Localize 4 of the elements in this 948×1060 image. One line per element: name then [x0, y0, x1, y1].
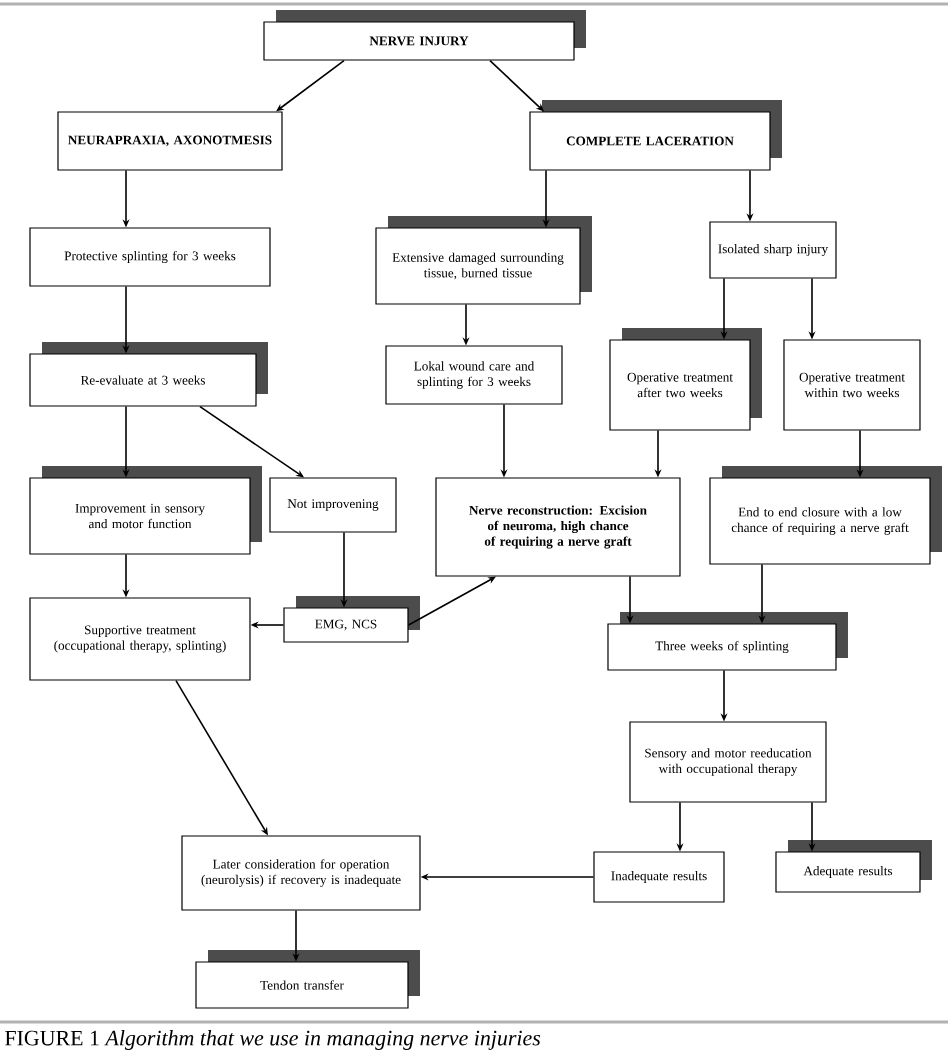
arrow [276, 59, 345, 112]
caption: FIGURE 1 Algorithm that we use in managing nerve injuries [5, 1030, 541, 1050]
arrow [407, 576, 496, 626]
arrow [199, 405, 304, 478]
